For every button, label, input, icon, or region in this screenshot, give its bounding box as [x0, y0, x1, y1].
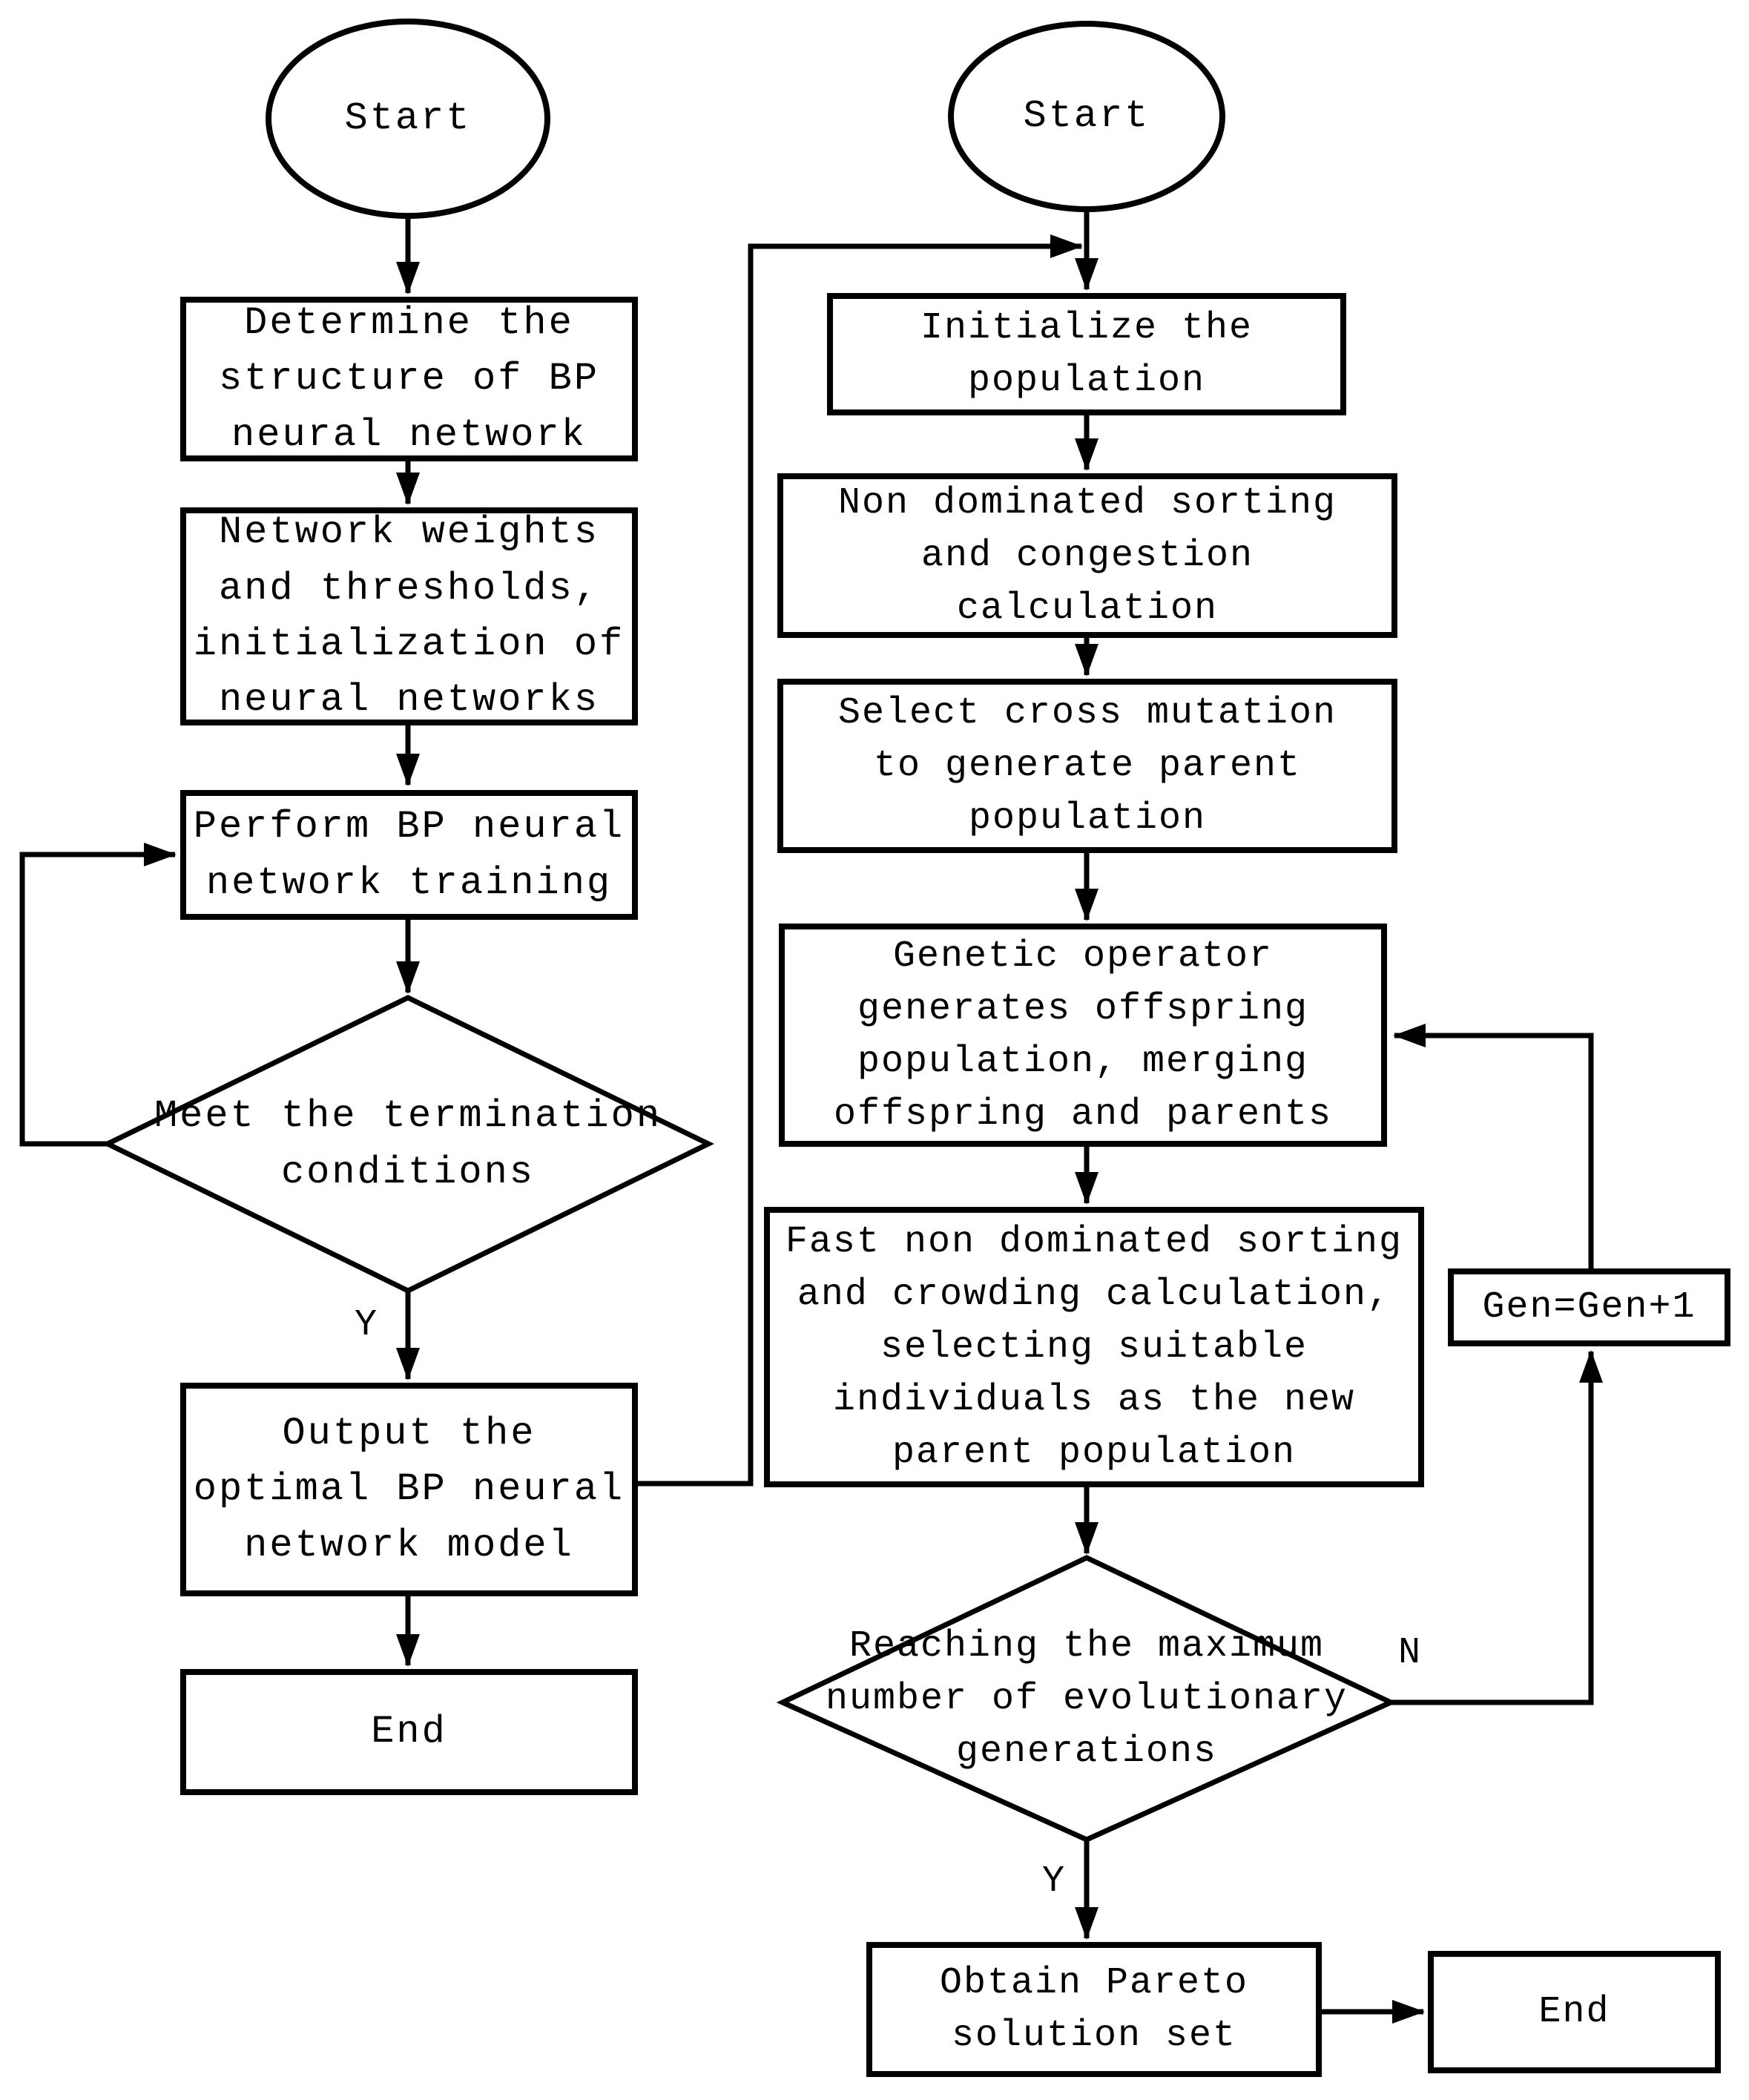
select-cross-mutation-label: Select cross mutation to generate parent… [837, 692, 1337, 840]
left-start-terminator: Start [266, 19, 550, 219]
initialize-population-label: Initialize the population [920, 306, 1254, 402]
termination-decision-label: Meet the termination conditions [154, 1094, 662, 1194]
select-cross-mutation-step: Select cross mutation to generate parent… [777, 679, 1397, 853]
output-model-step: Output the optimal BP neural network mod… [180, 1383, 638, 1596]
nondominated-sorting-step: Non dominated sorting and congestion cal… [777, 473, 1397, 638]
gen-increment-step: Gen=Gen+1 [1448, 1268, 1730, 1346]
determine-structure-step: Determine the structure of BP neural net… [180, 297, 638, 461]
right-end-terminator: End [1428, 1951, 1721, 2073]
weights-initialization-label: Network weights and thresholds, initiali… [193, 510, 625, 723]
generations-decision-label: Reaching the maximum number of evolution… [825, 1625, 1348, 1773]
fast-sorting-label: Fast non dominated sorting and crowding … [785, 1220, 1403, 1474]
generations-no-label: N [1398, 1632, 1421, 1674]
determine-structure-label: Determine the structure of BP neural net… [218, 300, 600, 457]
weights-initialization-step: Network weights and thresholds, initiali… [180, 507, 638, 725]
right-start-label: Start [1023, 94, 1150, 139]
connector-gen-to-genetic [1393, 1024, 1594, 1268]
obtain-pareto-step: Obtain Pareto solution set [866, 1942, 1322, 2077]
perform-training-step: Perform BP neural network training [180, 790, 638, 920]
connector-generations-n-to-gen [1391, 1350, 1603, 1705]
connector-output-to-initialize [638, 234, 1083, 1487]
termination-yes-label: Y [355, 1304, 378, 1346]
termination-decision: Meet the termination conditions [111, 1068, 705, 1220]
genetic-operator-step: Genetic operator generates offspring pop… [779, 924, 1387, 1147]
right-start-terminator: Start [948, 21, 1225, 212]
initialize-population-step: Initialize the population [827, 293, 1346, 415]
genetic-operator-label: Genetic operator generates offspring pop… [833, 935, 1333, 1136]
nondominated-sorting-label: Non dominated sorting and congestion cal… [837, 481, 1337, 630]
left-end-label: End [371, 1710, 447, 1754]
generations-yes-label: Y [1042, 1860, 1065, 1903]
left-start-label: Start [344, 96, 472, 141]
obtain-pareto-label: Obtain Pareto solution set [939, 1962, 1249, 2057]
loopback-termination-to-training [19, 843, 177, 1147]
fast-sorting-step: Fast non dominated sorting and crowding … [764, 1207, 1424, 1487]
perform-training-label: Perform BP neural network training [193, 805, 625, 905]
generations-decision: Reaching the maximum number of evolution… [790, 1617, 1383, 1780]
left-end-terminator: End [180, 1669, 638, 1795]
gen-increment-label: Gen=Gen+1 [1482, 1286, 1696, 1329]
output-model-label: Output the optimal BP neural network mod… [193, 1411, 625, 1567]
right-end-label: End [1538, 1991, 1610, 2033]
